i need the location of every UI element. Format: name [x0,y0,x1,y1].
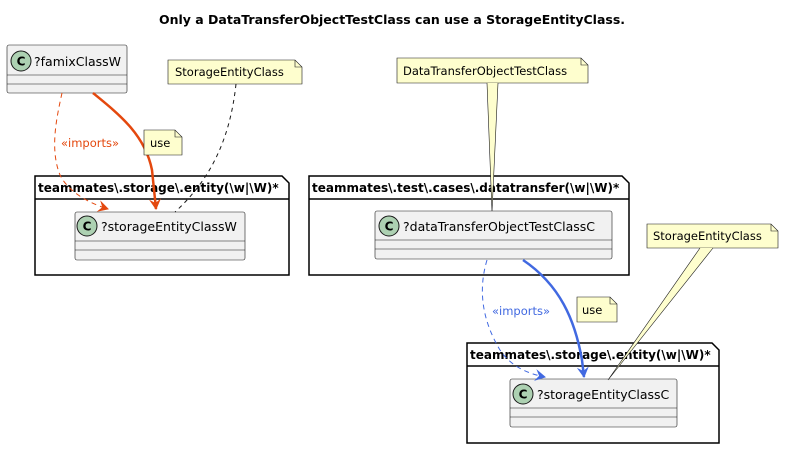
note-left-storage: StorageEntityClass [167,59,303,85]
svg-text:C: C [17,55,26,69]
class-famix[interactable]: C ?famixClassW [6,44,128,94]
package-middle-name: teammates\.test\.cases\.datatransfer(\w|… [312,181,620,195]
class-storage-left-name: ?storageEntityClassW [101,219,237,234]
class-icon: C [76,215,98,237]
class-icon: C [378,215,400,237]
package-left-name: teammates\.storage\.entity(\w|\W)* [38,181,279,195]
edge-right-imports [481,259,546,381]
edge-left-imports [54,92,109,212]
diagram-title: Only a DataTransferObjectTestClass can u… [159,12,625,27]
svg-text:StorageEntityClass: StorageEntityClass [175,65,284,79]
edge-right-imports-label: «imports» [492,304,550,318]
edge-left-imports-label: «imports» [61,136,119,150]
svg-text:DataTransferObjectTestClass: DataTransferObjectTestClass [403,64,567,78]
svg-text:use: use [582,303,602,317]
package-right-name: teammates\.storage\.entity(\w|\W)* [470,348,711,362]
note-left-use: use [143,129,183,156]
class-storage-right-name: ?storageEntityClassC [537,387,669,402]
note-right-storage-connector [607,247,714,381]
note-right-storage: StorageEntityClass [646,223,779,249]
class-dto-test-name: ?dataTransferObjectTestClassC [403,219,595,234]
edge-left-use [92,92,161,210]
svg-text:C: C [519,388,528,402]
note-dto: DataTransferObjectTestClass [396,57,589,84]
note-left-storage-connector [174,83,237,213]
edge-right-use [522,258,589,378]
class-dto-test[interactable]: C ?dataTransferObjectTestClassC [374,210,613,260]
svg-text:C: C [83,220,92,234]
svg-text:StorageEntityClass: StorageEntityClass [653,229,762,243]
svg-text:C: C [385,220,394,234]
class-famix-name: ?famixClassW [34,54,121,69]
class-icon: C [10,50,32,72]
class-storage-left[interactable]: C ?storageEntityClassW [74,211,246,261]
class-icon: C [512,383,534,405]
svg-text:use: use [150,136,170,150]
note-right-use: use [576,296,618,323]
class-storage-right[interactable]: C ?storageEntityClassC [509,378,678,428]
